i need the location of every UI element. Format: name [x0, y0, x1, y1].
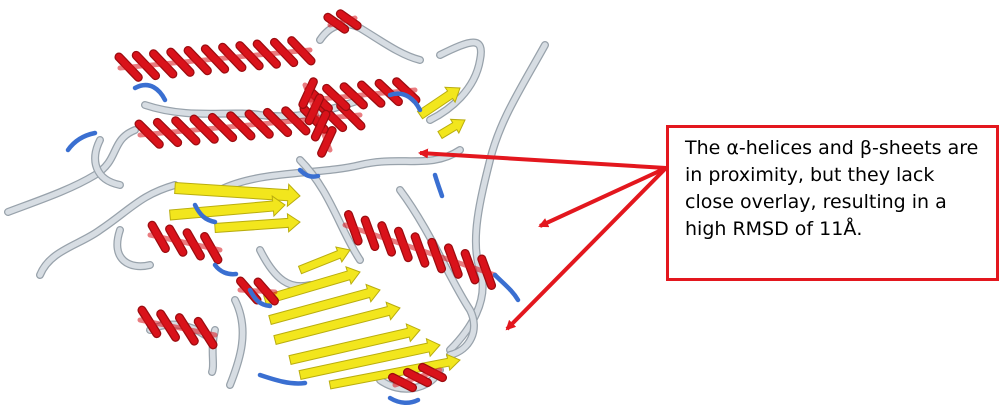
helix-core: [137, 317, 218, 338]
turn-segment: [212, 262, 239, 277]
beta-strand: [174, 181, 301, 208]
arrow-to-sheets: [505, 166, 668, 331]
callout-line: in proximity, but they lack: [685, 164, 935, 186]
turn-segment: [387, 395, 421, 405]
helix-core: [237, 287, 278, 295]
coil-segment: [297, 157, 363, 263]
coil-segment: [114, 227, 153, 269]
beta-strand: [273, 301, 401, 345]
coil-segment: [217, 147, 463, 193]
coil-loops: [4, 20, 549, 393]
beta-strand: [328, 353, 461, 390]
coil-segment: [92, 137, 123, 188]
coil-outline: [4, 126, 139, 216]
callout-arrows: [418, 148, 668, 331]
callout-line: high RMSD of 11Å.: [685, 218, 863, 240]
callout-line: The α-helices and β-sheets are: [685, 137, 979, 159]
turn-segments: [65, 82, 521, 405]
helix-core: [302, 82, 333, 153]
beta-strand: [268, 283, 381, 325]
beta-strand: [298, 337, 441, 380]
callout-line: close overlay, resulting in a: [685, 191, 947, 213]
beta-strand: [437, 118, 466, 140]
beta-strand: [263, 265, 361, 305]
beta-strand: [416, 86, 461, 120]
coil-segment: [5, 127, 138, 215]
arrow-to-helices: [418, 148, 667, 170]
helix-core: [327, 15, 358, 28]
coil-segment: [427, 39, 484, 123]
coil-segment: [37, 182, 178, 278]
beta-strand: [214, 212, 301, 234]
arrow-to-middle: [538, 166, 667, 228]
turn-segment: [65, 130, 98, 153]
turn-segment: [432, 172, 445, 199]
turn-segment: [192, 202, 218, 225]
turn-segment: [257, 372, 308, 386]
coil-segment: [447, 42, 548, 353]
turn-segment: [387, 91, 423, 113]
turn-segment: [492, 272, 521, 303]
beta-strand: [297, 246, 351, 275]
coil-segment: [397, 187, 477, 358]
helix-core: [392, 367, 443, 388]
turn-segment: [132, 82, 168, 103]
beta-strand: [288, 323, 421, 365]
turn-segment: [297, 167, 321, 179]
turn-segment: [247, 287, 273, 309]
alpha-helices: [114, 9, 498, 393]
coil-segment: [227, 297, 246, 388]
callout-text: The α-helices and β-sheets are in proxim…: [685, 135, 982, 243]
helix-core: [117, 47, 313, 71]
callout-box: The α-helices and β-sheets are in proxim…: [666, 125, 999, 281]
beta-sheets: [169, 86, 466, 390]
helix-core: [147, 232, 223, 253]
helix-core: [342, 222, 498, 278]
